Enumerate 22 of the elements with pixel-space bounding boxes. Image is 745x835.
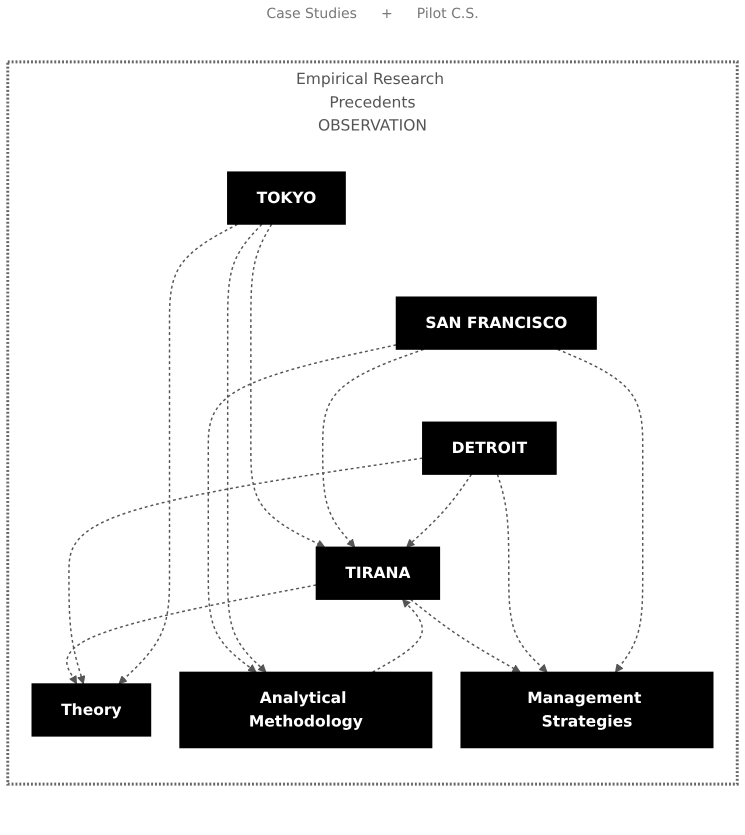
node-box: TOKYO	[227, 171, 346, 225]
node-box: Analytical Methodology	[179, 672, 432, 748]
node-box: Theory	[32, 683, 152, 737]
arrow	[406, 474, 472, 548]
arrow	[557, 348, 644, 673]
arrow	[410, 598, 521, 673]
arrow	[322, 348, 424, 548]
node-box: SAN FRANCISCO	[396, 296, 597, 350]
note-text: Pilot C.S.	[416, 6, 479, 22]
note-text: +	[380, 6, 393, 22]
node-box: DETROIT	[422, 422, 557, 475]
arrow	[118, 224, 238, 684]
note-text: Case Studies	[266, 6, 357, 22]
arrow	[496, 474, 548, 673]
arrow	[226, 224, 266, 673]
arrow	[68, 457, 423, 684]
node-box: Management Strategies	[460, 672, 714, 748]
node-box: TIRANA	[316, 546, 440, 600]
arrow	[250, 224, 326, 548]
arrow	[66, 584, 316, 684]
arrow	[208, 344, 396, 673]
arrow	[372, 599, 423, 673]
